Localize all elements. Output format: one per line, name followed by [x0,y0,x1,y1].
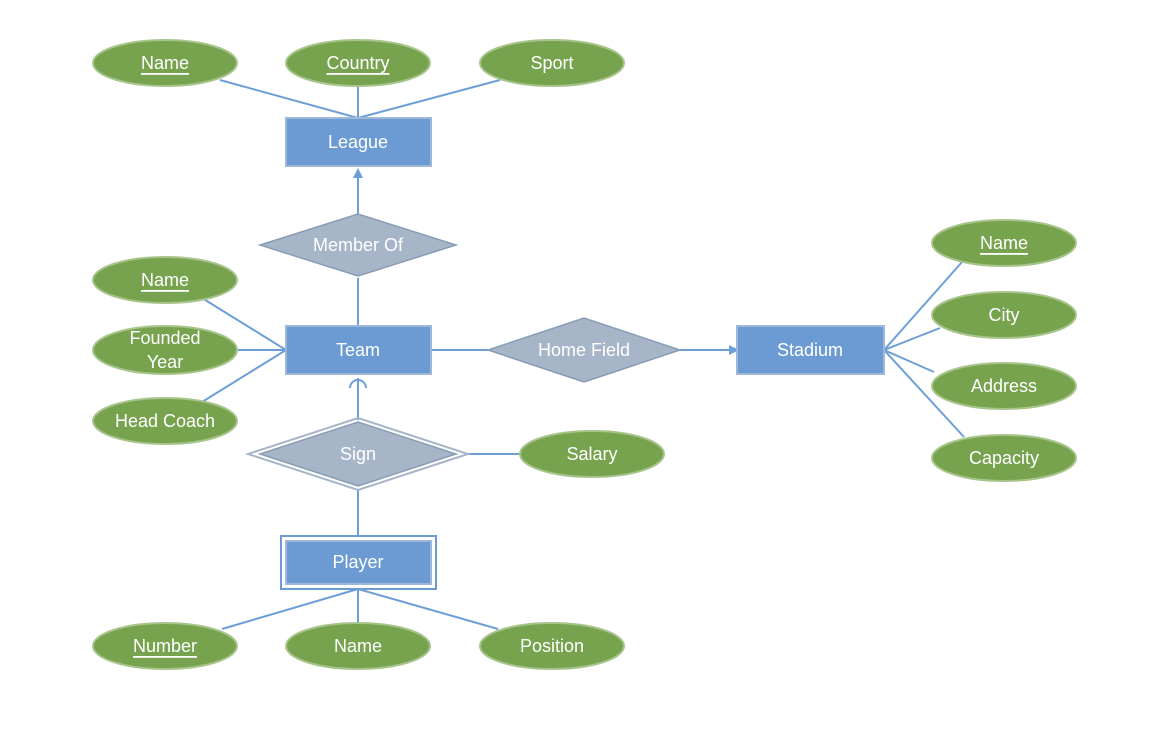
attribute-league-sport[interactable]: Sport [479,39,625,87]
attribute-stadium-address-label: Address [971,376,1037,396]
attribute-player-number-label: Number [133,636,197,656]
attribute-league-country-label: Country [326,53,389,73]
attribute-team-founded-year-line1: Founded [129,328,200,348]
attribute-league-name[interactable]: Name [92,39,238,87]
attribute-team-name[interactable]: Name [92,256,238,304]
entity-league[interactable]: League [285,117,432,167]
link-league-name [219,79,359,119]
relationship-sign-identifying[interactable]: Sign [244,416,472,492]
entity-stadium[interactable]: Stadium [736,325,885,375]
attribute-league-country[interactable]: Country [285,39,431,87]
entity-league-label: League [328,132,388,152]
attribute-team-founded-year[interactable]: Founded Year [92,325,238,375]
attribute-stadium-city[interactable]: City [931,291,1077,339]
entity-player-weak[interactable]: Player [280,535,437,590]
entity-player-label: Player [332,552,383,572]
link-team-coach [201,349,287,403]
attribute-team-name-label: Name [141,270,189,290]
link-stadium-name [883,261,963,351]
attribute-stadium-name[interactable]: Name [931,219,1077,267]
attribute-stadium-city-label: City [989,305,1020,325]
entity-team[interactable]: Team [285,325,432,375]
relationship-member-of[interactable]: Member Of [257,213,459,277]
relationship-sign-label: Sign [340,444,376,464]
attribute-stadium-capacity-label: Capacity [969,448,1039,468]
attribute-league-name-label: Name [141,53,189,73]
relationship-member-of-label: Member Of [313,235,404,255]
attribute-player-position[interactable]: Position [479,622,625,670]
entity-stadium-label: Stadium [777,340,843,360]
link-stadium-city [883,327,941,351]
attribute-player-name[interactable]: Name [285,622,431,670]
attribute-stadium-address[interactable]: Address [931,362,1077,410]
link-league-sport [357,79,501,119]
relationship-home-field-label: Home Field [538,340,630,360]
attribute-stadium-capacity[interactable]: Capacity [931,434,1077,482]
relationship-home-field[interactable]: Home Field [485,317,683,383]
attribute-player-name-label: Name [334,636,382,656]
link-player-number [221,588,359,630]
attribute-player-position-label: Position [520,636,584,656]
attribute-league-sport-label: Sport [530,53,573,73]
attribute-team-head-coach[interactable]: Head Coach [92,397,238,445]
link-player-position [357,588,499,630]
connectors [201,79,965,630]
attribute-team-founded-year-line2: Year [147,352,183,372]
link-stadium-capacity [883,349,965,438]
participation-arc [349,379,367,389]
attribute-sign-salary-label: Salary [566,444,617,464]
link-team-name [201,297,287,351]
link-stadium-address [883,349,935,373]
attribute-stadium-name-label: Name [980,233,1028,253]
attribute-player-number[interactable]: Number [92,622,238,670]
entity-team-label: Team [336,340,380,360]
attribute-sign-salary[interactable]: Salary [519,430,665,478]
attribute-team-head-coach-label: Head Coach [115,411,215,431]
